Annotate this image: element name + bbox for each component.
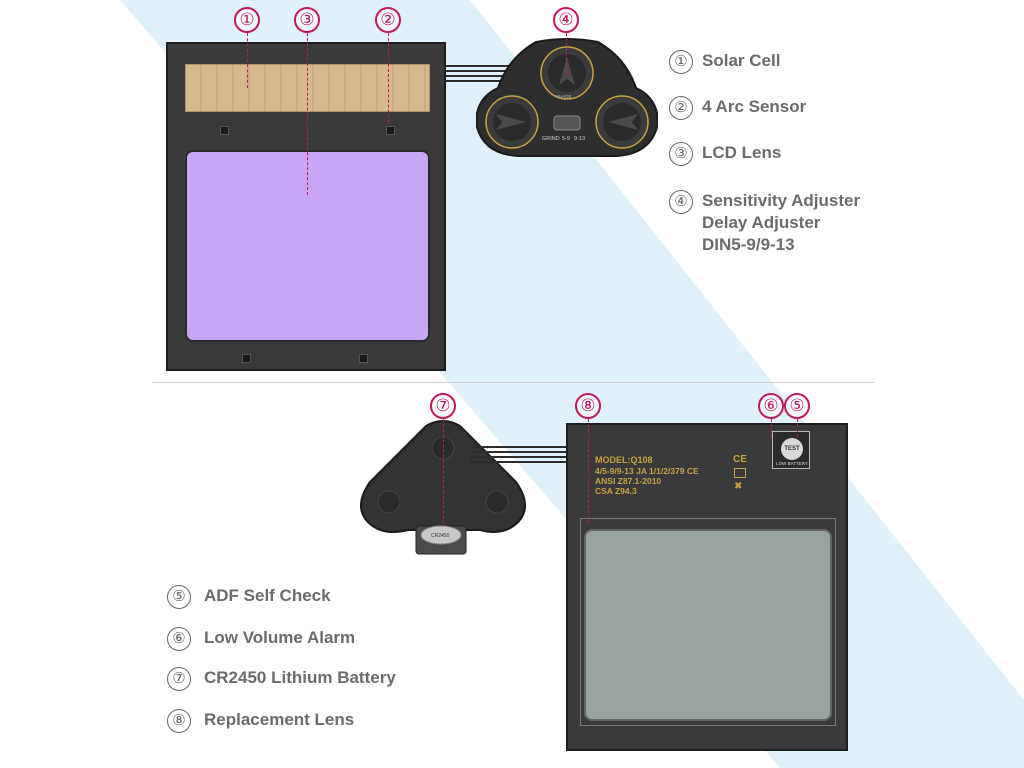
legend-bottom-5-num: ⑤ <box>167 585 191 609</box>
legend-bottom-8: ⑧ Replacement Lens <box>167 709 354 733</box>
knob-label-din1: 5-9 <box>562 136 570 142</box>
legend-top-4: ④ Sensitivity Adjuster Delay Adjuster DI… <box>669 190 860 256</box>
battery-cell[interactable] <box>420 525 462 545</box>
legend-bottom-7: ⑦ CR2450 Lithium Battery <box>167 667 396 691</box>
legend-bottom-7-text: CR2450 Lithium Battery <box>204 668 396 687</box>
test-button-label: TEST <box>781 438 803 460</box>
leader-8 <box>588 419 589 523</box>
label-model: MODEL:Q108 <box>595 455 653 465</box>
label-ce: CE <box>733 454 747 465</box>
adjuster-knob-module: GRIND 5-9 9-13 SHADE <box>476 38 658 157</box>
legend-top-4-line-1: Sensitivity Adjuster <box>702 191 861 210</box>
legend-bottom-8-num: ⑧ <box>167 709 191 733</box>
knob-label-din2: 9-13 <box>574 136 585 142</box>
legend-top-2-num: ② <box>669 96 693 120</box>
arc-sensor-bottom-left <box>242 354 251 363</box>
legend-top-1: ① Solar Cell <box>669 50 780 74</box>
leader-7 <box>443 419 444 524</box>
leader-4 <box>566 33 567 75</box>
label-din: 4/5-9/9-13 JA 1/1/2/379 CE <box>595 466 699 476</box>
knob-top[interactable] <box>540 46 594 100</box>
legend-bottom-6-text: Low Volume Alarm <box>204 628 356 647</box>
legend-top-3: ③ LCD Lens <box>669 142 781 166</box>
legend-bottom-5: ⑤ ADF Self Check <box>167 585 331 609</box>
marker-5: ⑤ <box>784 393 810 419</box>
marker-4: ④ <box>553 7 579 33</box>
bottom-ribbon-cable <box>470 446 568 463</box>
legend-bottom-6-num: ⑥ <box>167 627 191 651</box>
marker-6: ⑥ <box>758 393 784 419</box>
low-battery-label: LOW BATTERY <box>776 461 808 466</box>
bin-icon: ✖ <box>734 481 743 492</box>
knob-label-grind: GRIND <box>542 136 560 142</box>
legend-bottom-8-text: Replacement Lens <box>204 710 355 729</box>
legend-top-4-num: ④ <box>669 190 693 214</box>
legend-top-3-text: LCD Lens <box>702 143 782 162</box>
arc-sensor-top-left <box>220 126 229 135</box>
legend-bottom-6: ⑥ Low Volume Alarm <box>167 627 355 651</box>
section-divider <box>152 382 874 383</box>
marker-1: ① <box>234 7 260 33</box>
legend-top-3-num: ③ <box>669 142 693 166</box>
legend-top-2: ② 4 Arc Sensor <box>669 96 806 120</box>
leader-2 <box>388 33 389 123</box>
battery-label: CR2450 <box>431 533 450 539</box>
knob-right[interactable] <box>595 95 649 149</box>
shade-switch[interactable] <box>553 115 581 131</box>
leader-6 <box>771 419 772 437</box>
label-ansi: ANSI Z87.1-2010 <box>595 476 662 486</box>
legend-top-1-num: ① <box>669 50 693 74</box>
marker-3: ③ <box>294 7 320 33</box>
leader-5 <box>797 419 798 437</box>
adf-back-panel: MODEL:Q108 4/5-9/9-13 JA 1/1/2/379 CE AN… <box>566 423 848 751</box>
test-button[interactable]: TEST LOW BATTERY <box>772 431 810 469</box>
legend-top-4-line-3: DIN5-9/9-13 <box>702 235 795 254</box>
leader-1 <box>247 33 248 88</box>
adf-front-panel <box>166 42 446 371</box>
arc-sensor-top-right <box>386 126 395 135</box>
legend-bottom-7-num: ⑦ <box>167 667 191 691</box>
recycle-icon <box>734 468 746 478</box>
marker-2: ② <box>375 7 401 33</box>
knob-left[interactable] <box>485 95 539 149</box>
marker-8: ⑧ <box>575 393 601 419</box>
legend-top-1-text: Solar Cell <box>702 51 781 70</box>
arc-sensor-bottom-right <box>359 354 368 363</box>
lens-frame <box>580 518 836 726</box>
legend-top-4-line-2: Delay Adjuster <box>702 213 821 232</box>
label-csa: CSA Z94.3 <box>595 486 637 496</box>
legend-top-2-text: 4 Arc Sensor <box>702 97 807 116</box>
legend-bottom-5-text: ADF Self Check <box>204 586 331 605</box>
replacement-lens <box>584 529 832 721</box>
knob-label-shade: SHADE <box>556 94 572 99</box>
leader-3 <box>307 33 308 195</box>
marker-7: ⑦ <box>430 393 456 419</box>
